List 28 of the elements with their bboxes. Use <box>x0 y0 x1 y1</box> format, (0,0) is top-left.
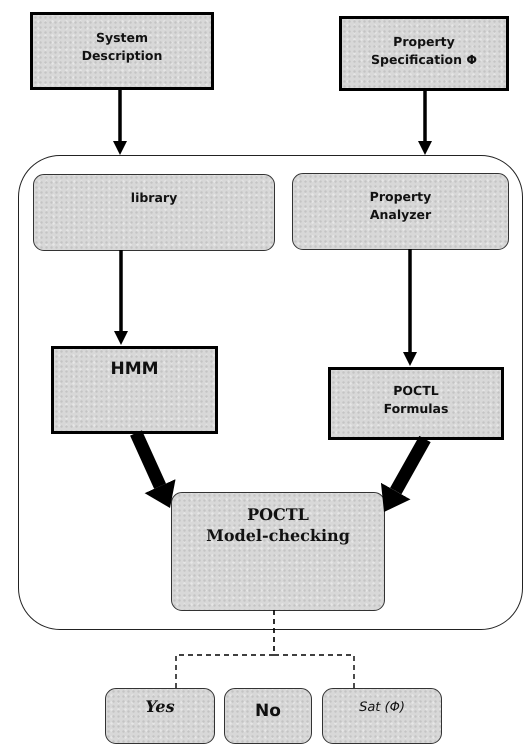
rounded-process-box <box>171 492 385 611</box>
arrow <box>113 90 127 155</box>
node-label: No <box>254 700 282 723</box>
rounded-process-box <box>105 688 215 744</box>
rounded-process-box <box>292 173 509 250</box>
rounded-process-box <box>33 174 275 251</box>
node-label: Property Specification Φ <box>370 33 478 70</box>
process-box <box>30 12 214 90</box>
node-label: HMM <box>109 358 160 381</box>
connector-line <box>273 610 355 688</box>
node-label: library <box>130 189 178 207</box>
arrow <box>130 430 176 508</box>
node-label: POCTL Model-checking <box>205 505 351 547</box>
arrow <box>403 249 417 366</box>
process-box <box>339 16 509 91</box>
node-label: Property Analyzer <box>368 188 432 224</box>
arrow <box>418 91 432 155</box>
node-label: System Description <box>80 29 164 66</box>
node-label: Sat (Φ) <box>358 699 406 717</box>
arrow <box>380 436 431 512</box>
node-label: Yes <box>144 696 176 718</box>
arrow <box>114 250 128 345</box>
node-label: POCTL Formulas <box>382 382 450 418</box>
rounded-process-box <box>322 688 442 744</box>
process-box <box>51 346 218 434</box>
rounded-process-box <box>224 688 312 744</box>
process-box <box>328 367 504 440</box>
container-box <box>18 155 523 630</box>
